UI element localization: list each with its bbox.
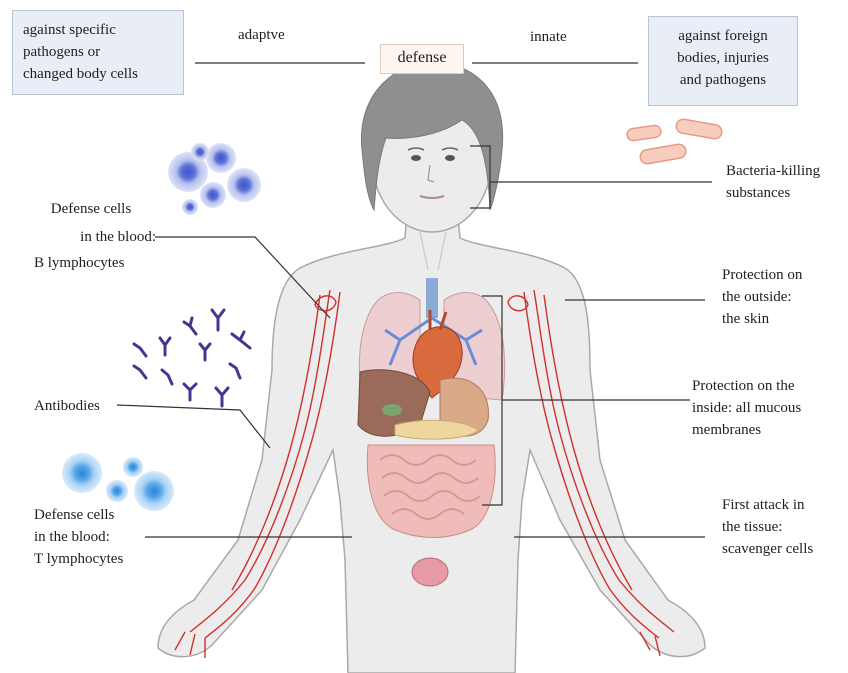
antibody-molecules (134, 310, 250, 406)
outside-line-3: the skin (722, 308, 802, 330)
inside-line-3: membranes (692, 419, 801, 441)
bacteria-killing-label: Bacteria-killing substances (726, 160, 820, 204)
antibodies-label: Antibodies (34, 395, 100, 417)
adaptive-line-3: changed body cells (23, 63, 173, 85)
innate-line-2: bodies, injuries (659, 47, 787, 69)
innate-line-3: and pathogens (659, 69, 787, 91)
outside-line-1: Protection on (722, 264, 802, 286)
b-lymphocytes-line-1: Defense cells (26, 198, 156, 220)
t-lymphocytes-label: Defense cells in the blood: T lymphocyte… (34, 504, 123, 570)
first-attack-line-3: scavenger cells (722, 538, 813, 560)
outside-line-2: the outside: (722, 286, 802, 308)
b-lymphocytes-line-2: in the blood: (26, 226, 156, 248)
innate-branch-label: innate (530, 26, 567, 48)
first-attack-line-1: First attack in (722, 494, 813, 516)
adaptive-branch-label: adaptve (238, 24, 285, 46)
first-attack-label: First attack in the tissue: scavenger ce… (722, 494, 813, 560)
b-lymphocyte-cells (168, 143, 261, 215)
bacteria-shapes (626, 118, 723, 165)
bacteria-killing-line-2: substances (726, 182, 820, 204)
b-lymphocytes-label: Defense cells in the blood: B lymphocyte… (26, 198, 156, 274)
t-lymphocytes-line-1: Defense cells (34, 504, 123, 526)
b-lymphocytes-line-3: B lymphocytes (34, 252, 156, 274)
t-lymphocytes-line-3: T lymphocytes (34, 548, 123, 570)
inside-protection-label: Protection on the inside: all mucous mem… (692, 375, 801, 441)
innate-line-1: against foreign (659, 25, 787, 47)
adaptive-line-1: against specific (23, 19, 173, 41)
bacteria-killing-line-1: Bacteria-killing (726, 160, 820, 182)
adaptive-definition-box: against specific pathogens or changed bo… (12, 10, 184, 95)
innate-definition-box: against foreign bodies, injuries and pat… (648, 16, 798, 106)
t-lymphocytes-line-2: in the blood: (34, 526, 123, 548)
outside-protection-label: Protection on the outside: the skin (722, 264, 802, 330)
defense-title-box: defense (380, 44, 464, 74)
inside-line-2: inside: all mucous (692, 397, 801, 419)
first-attack-line-2: the tissue: (722, 516, 813, 538)
inside-line-1: Protection on the (692, 375, 801, 397)
adaptive-line-2: pathogens or (23, 41, 173, 63)
t-lymphocyte-cells (62, 453, 174, 511)
